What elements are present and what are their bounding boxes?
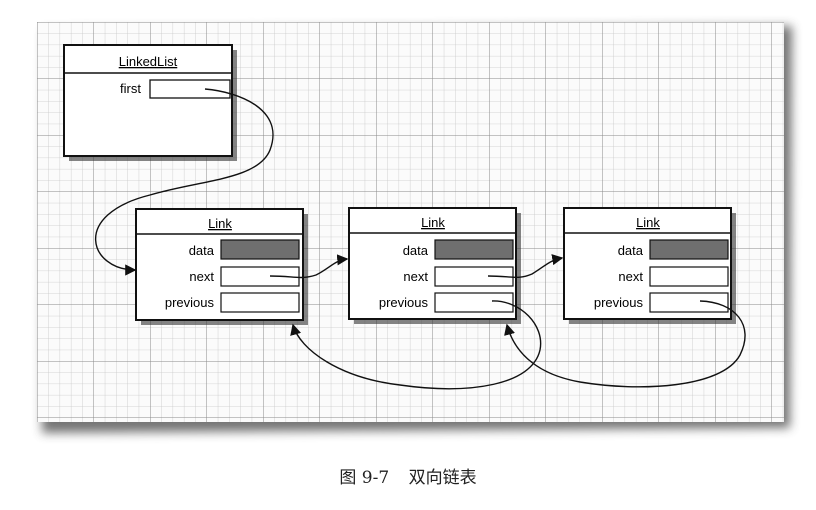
linkedlist-title: LinkedList [119, 54, 178, 69]
previous-box [434, 292, 514, 313]
field-label-next: next [189, 269, 214, 284]
field-label-data: data [189, 243, 215, 258]
data-box [434, 239, 514, 260]
link-title: Link [208, 216, 232, 231]
field-label-next: next [403, 269, 428, 284]
data-box [649, 239, 729, 260]
next-pointer-arrow-2 [487, 254, 564, 278]
link-title: Link [636, 215, 660, 230]
previous-pointer-arrow-3 [504, 300, 746, 388]
linkedlist-node: LinkedList first [63, 44, 237, 161]
next-box [220, 266, 300, 287]
next-pointer-arrow-1 [269, 254, 349, 279]
link-title: Link [421, 215, 445, 230]
link-node-1: Link data next previous [135, 208, 308, 325]
previous-box [220, 292, 300, 313]
caption-text: 双向链表 [408, 468, 477, 488]
data-box [220, 239, 300, 260]
previous-box [649, 292, 729, 313]
caption-number: 图 9-7 [339, 468, 390, 488]
field-label-first: first [120, 81, 141, 96]
link-node-2: Link data next previous [348, 207, 521, 324]
field-label-previous: previous [165, 295, 215, 310]
field-label-data: data [403, 243, 429, 258]
field-box-first [149, 79, 231, 99]
next-box [649, 266, 729, 287]
field-label-data: data [618, 243, 644, 258]
field-label-previous: previous [594, 295, 644, 310]
field-label-next: next [618, 269, 643, 284]
first-pointer-arrow [94, 88, 274, 276]
previous-pointer-arrow-2 [290, 300, 542, 390]
figure-caption: 图 9-7 双向链表 [0, 463, 816, 488]
field-label-previous: previous [379, 295, 429, 310]
link-node-3: Link data next previous [563, 207, 736, 324]
